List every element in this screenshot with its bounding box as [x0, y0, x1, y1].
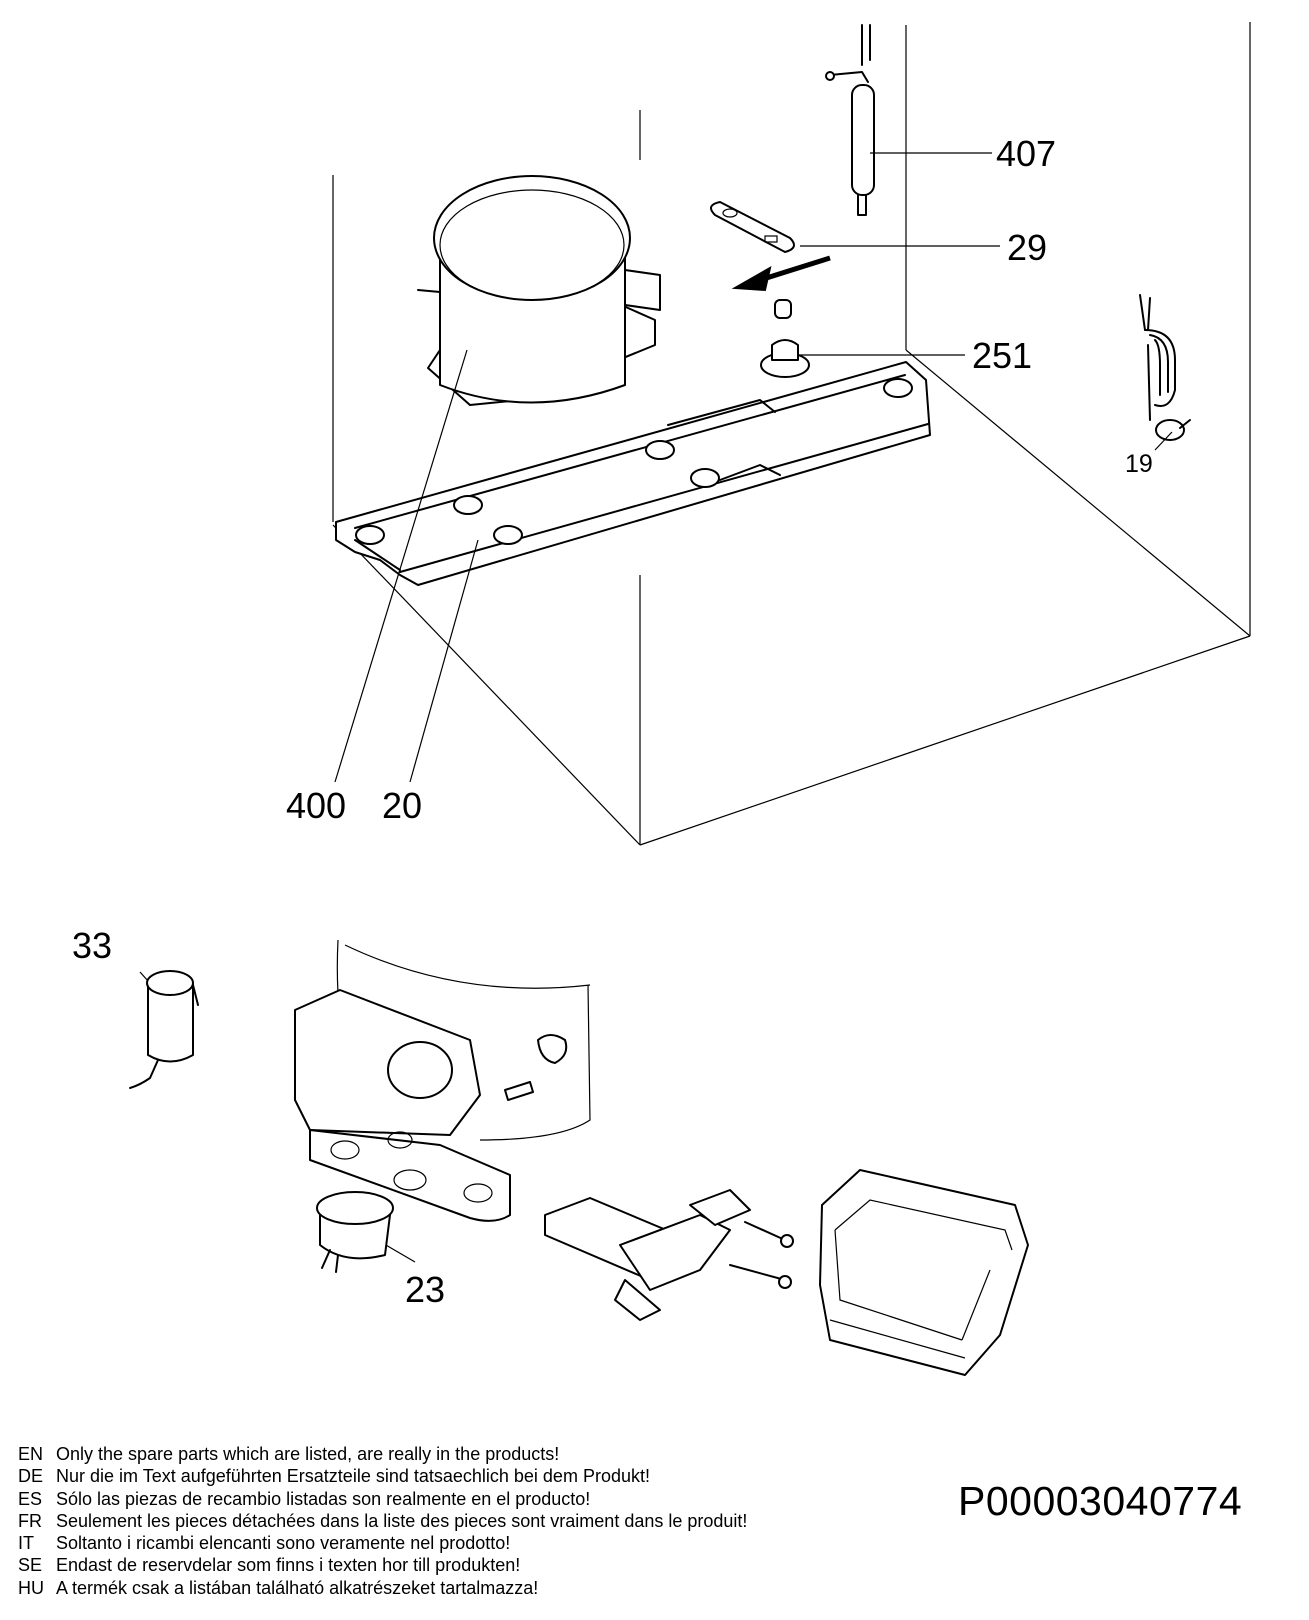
- clamp-bracket: [710, 201, 795, 253]
- cabinet-outline: [332, 22, 1251, 846]
- relay-cover: [819, 1169, 1029, 1376]
- compressor-electrical-box: [294, 939, 591, 1222]
- callout-29: 29: [1007, 227, 1047, 268]
- direction-arrow-icon: [731, 255, 831, 292]
- thermal-protector: [316, 1191, 394, 1273]
- callout-19: 19: [1125, 450, 1153, 478]
- callout-407: 407: [996, 133, 1056, 174]
- base-rail: [335, 361, 931, 586]
- rubber-grommet: [760, 299, 810, 378]
- callout-20: 20: [382, 785, 422, 826]
- filter-drier: [825, 24, 875, 216]
- starter-relay: [544, 1189, 794, 1321]
- callout-400: 400: [286, 785, 346, 826]
- callout-33: 33: [72, 925, 112, 966]
- compressor: [417, 175, 661, 406]
- capacitor: [129, 970, 199, 1089]
- document-code: P00003040774: [958, 1478, 1243, 1524]
- power-cord: [1139, 294, 1191, 441]
- callout-23: 23: [405, 1269, 445, 1310]
- callout-251: 251: [972, 335, 1032, 376]
